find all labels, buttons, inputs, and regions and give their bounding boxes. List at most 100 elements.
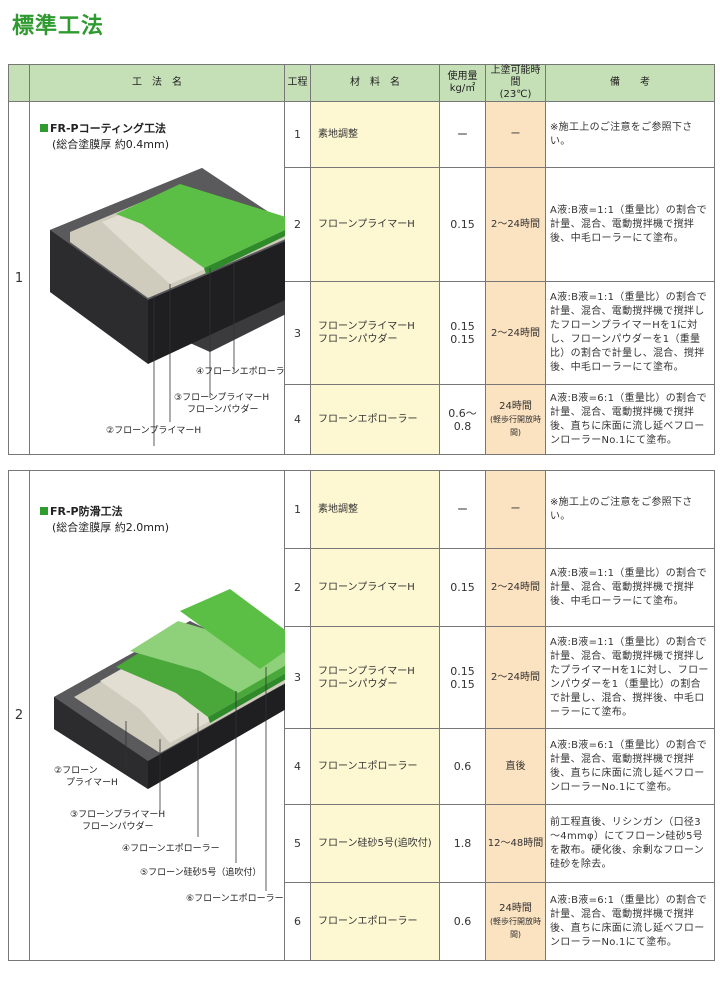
epoxy-edge <box>204 229 285 274</box>
material-cell: フローンプライマーH <box>310 548 440 627</box>
table-row: 2 フローンプライマーH 0.15 2～24時間 A液:B液=1:1（重量比）の… <box>9 548 715 627</box>
usage-cell: 0.15 0.15 <box>439 281 486 385</box>
time-main: 24時間 <box>499 401 532 412</box>
note-cell: A液:B液=6:1（重量比）の割合で計量、混合、電動撹拌機で撹拌後、直ちに床面に… <box>545 882 715 961</box>
material-cell: フローンプライマーH <box>310 167 440 282</box>
material-line: フローンパウダー <box>318 334 398 345</box>
header-step: 工程 <box>284 64 311 102</box>
slab-side <box>148 241 285 364</box>
green-square-icon <box>40 507 48 515</box>
table-row: 4 フローンエポローラー 0.6～ 0.8 24時間 (軽歩行開放時間) A液:B… <box>9 384 715 455</box>
time-cell: 24時間 (軽歩行開放時間) <box>485 882 546 961</box>
usage-cell: 0.15 <box>439 167 486 282</box>
note-cell: A液:B液=6:1（重量比）の割合で計量、混合、電動撹拌機で撹拌後、直ちに床面に… <box>545 384 715 455</box>
slab-side <box>148 683 285 789</box>
page-title: 標準工法 <box>12 14 105 39</box>
header-usage-1: 使用量 <box>447 71 478 82</box>
table-row: 6 フローンエポローラー 0.6 24時間 (軽歩行開放時間) A液:B液=6:1… <box>9 882 715 961</box>
label-powder: フローンパウダー <box>187 403 259 415</box>
step-cell: 6 <box>284 882 311 961</box>
epoxy-top-layer <box>116 184 285 268</box>
note-cell: A液:B液=1:1（重量比）の割合で計量、混合、電動撹拌機で撹拌後、中毛ローラー… <box>545 167 715 282</box>
table-row: 4 フローンエポローラー 0.6 直後 A液:B液=6:1（重量比）の割合で計量… <box>9 728 715 805</box>
label-epoxy-4: ④フローンエポローラー <box>122 843 220 854</box>
method-cell: FR-Pコーティング工法 (総合塗膜厚 約0.4mm) <box>29 101 285 455</box>
top-epoxy-layer <box>180 589 285 669</box>
note-cell: A液:B液=1:1（重量比）の割合で計量、混合、電動撹拌機で撹拌したフローンプラ… <box>545 281 715 385</box>
step-cell: 4 <box>284 384 311 455</box>
section-number: 1 <box>8 101 30 455</box>
time-cell: 2～24時間 <box>485 167 546 282</box>
time-cell: 2～24時間 <box>485 548 546 627</box>
step-cell: 2 <box>284 548 311 627</box>
usage-cell: 0.15 <box>439 548 486 627</box>
step-cell: 1 <box>284 101 311 168</box>
table-row: 5 フローン硅砂5号(追吹付) 1.8 12～48時間 前工程直後、リシンガン（… <box>9 804 715 883</box>
table-row: 2 FR-P防滑工法 (総合塗膜厚 約2.0mm) ②フローン <box>8 470 715 961</box>
step-cell: 1 <box>284 470 311 549</box>
note-cell: A液:B液=1:1（重量比）の割合で計量、混合、電動撹拌機で撹拌後、中毛ローラー… <box>545 548 715 627</box>
header-notes: 備 考 <box>545 64 715 102</box>
header-usage-2: kg/㎡ <box>449 83 476 94</box>
sand-layer <box>130 621 285 693</box>
time-cell: ー <box>485 101 546 168</box>
note-cell: ※施工上のご注意をご参照下さい。 <box>545 101 715 168</box>
method-title-text: FR-P防滑工法 <box>50 505 123 518</box>
label-powder: フローンパウダー <box>82 820 154 832</box>
section-number: 2 <box>8 470 30 961</box>
label-sand-5: ⑤フローン硅砂5号（追吹付） <box>140 866 261 878</box>
step-cell: 2 <box>284 167 311 282</box>
usage-cell: 0.6 <box>439 882 486 961</box>
header-recoat-2: (23℃) <box>499 89 532 100</box>
label-primer-1: ②フローン <box>54 766 98 776</box>
material-line: フローンプライマーH <box>318 665 415 677</box>
usage-cell: 0.15 0.15 <box>439 626 486 729</box>
header-recoat-1: 上塗可能時間 <box>490 65 541 88</box>
label-primer-h-3: ③フローンプライマーH <box>174 392 269 403</box>
label-primer-h-2: ②フローンプライマーH <box>106 425 201 436</box>
slab-front <box>54 697 148 789</box>
table-row: 3 フローンプライマーH フローンパウダー 0.15 0.15 2～24時間 A液… <box>9 281 715 385</box>
method-title: FR-P防滑工法 <box>40 503 123 519</box>
time-cell: 直後 <box>485 728 546 805</box>
step-cell: 3 <box>284 281 311 385</box>
header-material: 材 料 名 <box>310 64 440 102</box>
method-title: FR-Pコーティング工法 <box>40 120 166 136</box>
material-cell: フローンエポローラー <box>310 728 440 805</box>
material-line: フローンプライマーH <box>318 321 415 332</box>
time-sub: (軽歩行開放時間) <box>489 415 542 437</box>
material-cell: フローン硅砂5号(追吹付) <box>310 804 440 883</box>
method-title-text: FR-Pコーティング工法 <box>50 122 166 135</box>
usage-cell: 0.6～ 0.8 <box>439 384 486 455</box>
label-epoxy-roller: ④フローンエポローラー <box>196 366 285 377</box>
header-recoat: 上塗可能時間(23℃) <box>485 64 546 102</box>
time-main: 24時間 <box>499 903 532 914</box>
step-cell: 5 <box>284 804 311 883</box>
spec-table-2: 2 FR-P防滑工法 (総合塗膜厚 約2.0mm) ②フローン <box>8 470 715 961</box>
usage-cell: 1.8 <box>439 804 486 883</box>
green-square-icon <box>40 124 48 132</box>
time-cell: 2～24時間 <box>485 281 546 385</box>
label-epoxy-6: ⑥フローンエポローラー <box>186 893 284 904</box>
label-primer-2: プライマーH <box>66 777 118 788</box>
header-no <box>8 64 30 102</box>
method-subtitle: (総合塗膜厚 約2.0mm) <box>52 521 170 534</box>
note-cell: A液:B液=1:1（重量比）の割合で計量、混合、電動撹拌機で撹拌したプライマーH… <box>545 626 715 729</box>
slab-front <box>50 230 148 364</box>
material-cell: フローンエポローラー <box>310 384 440 455</box>
time-sub: (軽歩行開放時間) <box>489 917 542 939</box>
usage-cell: ー <box>439 101 486 168</box>
header-method: 工 法 名 <box>29 64 285 102</box>
note-cell: ※施工上のご注意をご参照下さい。 <box>545 470 715 549</box>
material-cell: フローンエポローラー <box>310 882 440 961</box>
material-cell: 素地調整 <box>310 101 440 168</box>
label-primer-h-3: ③フローンプライマーH <box>70 809 165 820</box>
note-cell: 前工程直後、リシンガン（口径3～4mmφ）にてフローン硅砂5号を散布。硬化後、余… <box>545 804 715 883</box>
usage-cell: 0.6 <box>439 728 486 805</box>
time-cell: 24時間 (軽歩行開放時間) <box>485 384 546 455</box>
table-row: 1 FR-Pコーティング工法 (総合塗膜厚 約0.4mm) <box>8 101 715 455</box>
